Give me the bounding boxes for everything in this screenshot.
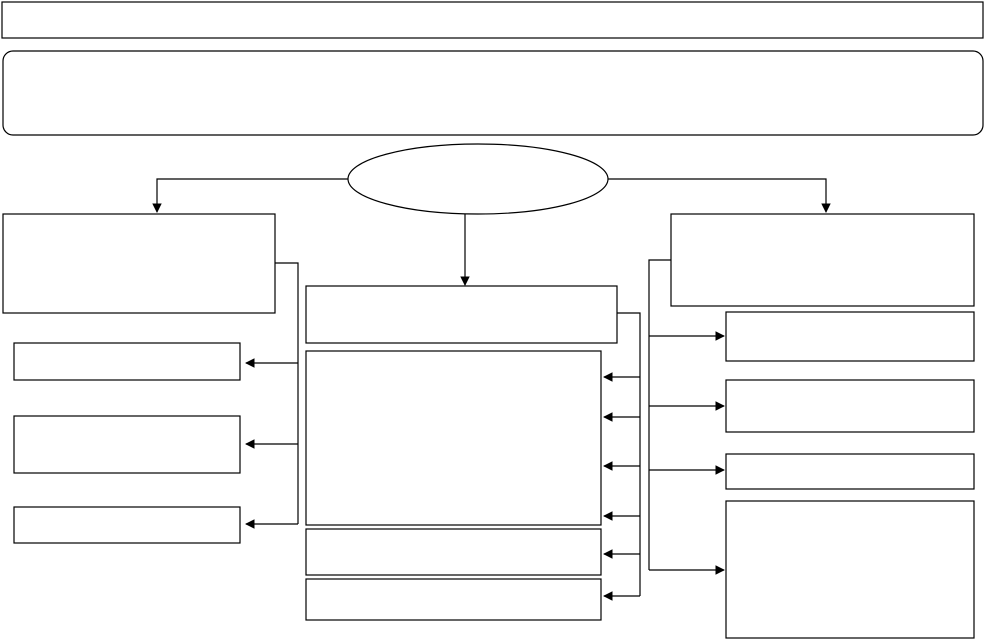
left-item-box-2 xyxy=(13,415,241,474)
middle-footer-box-1 xyxy=(305,528,602,576)
left-item-box-1 xyxy=(13,342,241,381)
right-item-box-4 xyxy=(725,500,975,639)
middle-main-box xyxy=(305,350,602,526)
middle-footer-box-2 xyxy=(305,578,602,621)
right-header-box xyxy=(670,213,975,307)
center-node xyxy=(347,143,609,215)
right-item-box-2 xyxy=(725,379,975,433)
title-box xyxy=(1,1,984,39)
description-box xyxy=(2,50,984,136)
right-item-box-1 xyxy=(725,311,975,362)
middle-bracket xyxy=(617,312,641,596)
left-item-box-3 xyxy=(13,506,241,544)
left-bracket xyxy=(275,262,299,524)
right-bracket xyxy=(648,259,671,570)
middle-header-box xyxy=(305,285,618,344)
connector-center-to-right xyxy=(608,178,831,213)
left-header-box xyxy=(2,213,276,314)
right-item-box-3 xyxy=(725,453,975,490)
connector-center-to-left xyxy=(152,178,348,213)
